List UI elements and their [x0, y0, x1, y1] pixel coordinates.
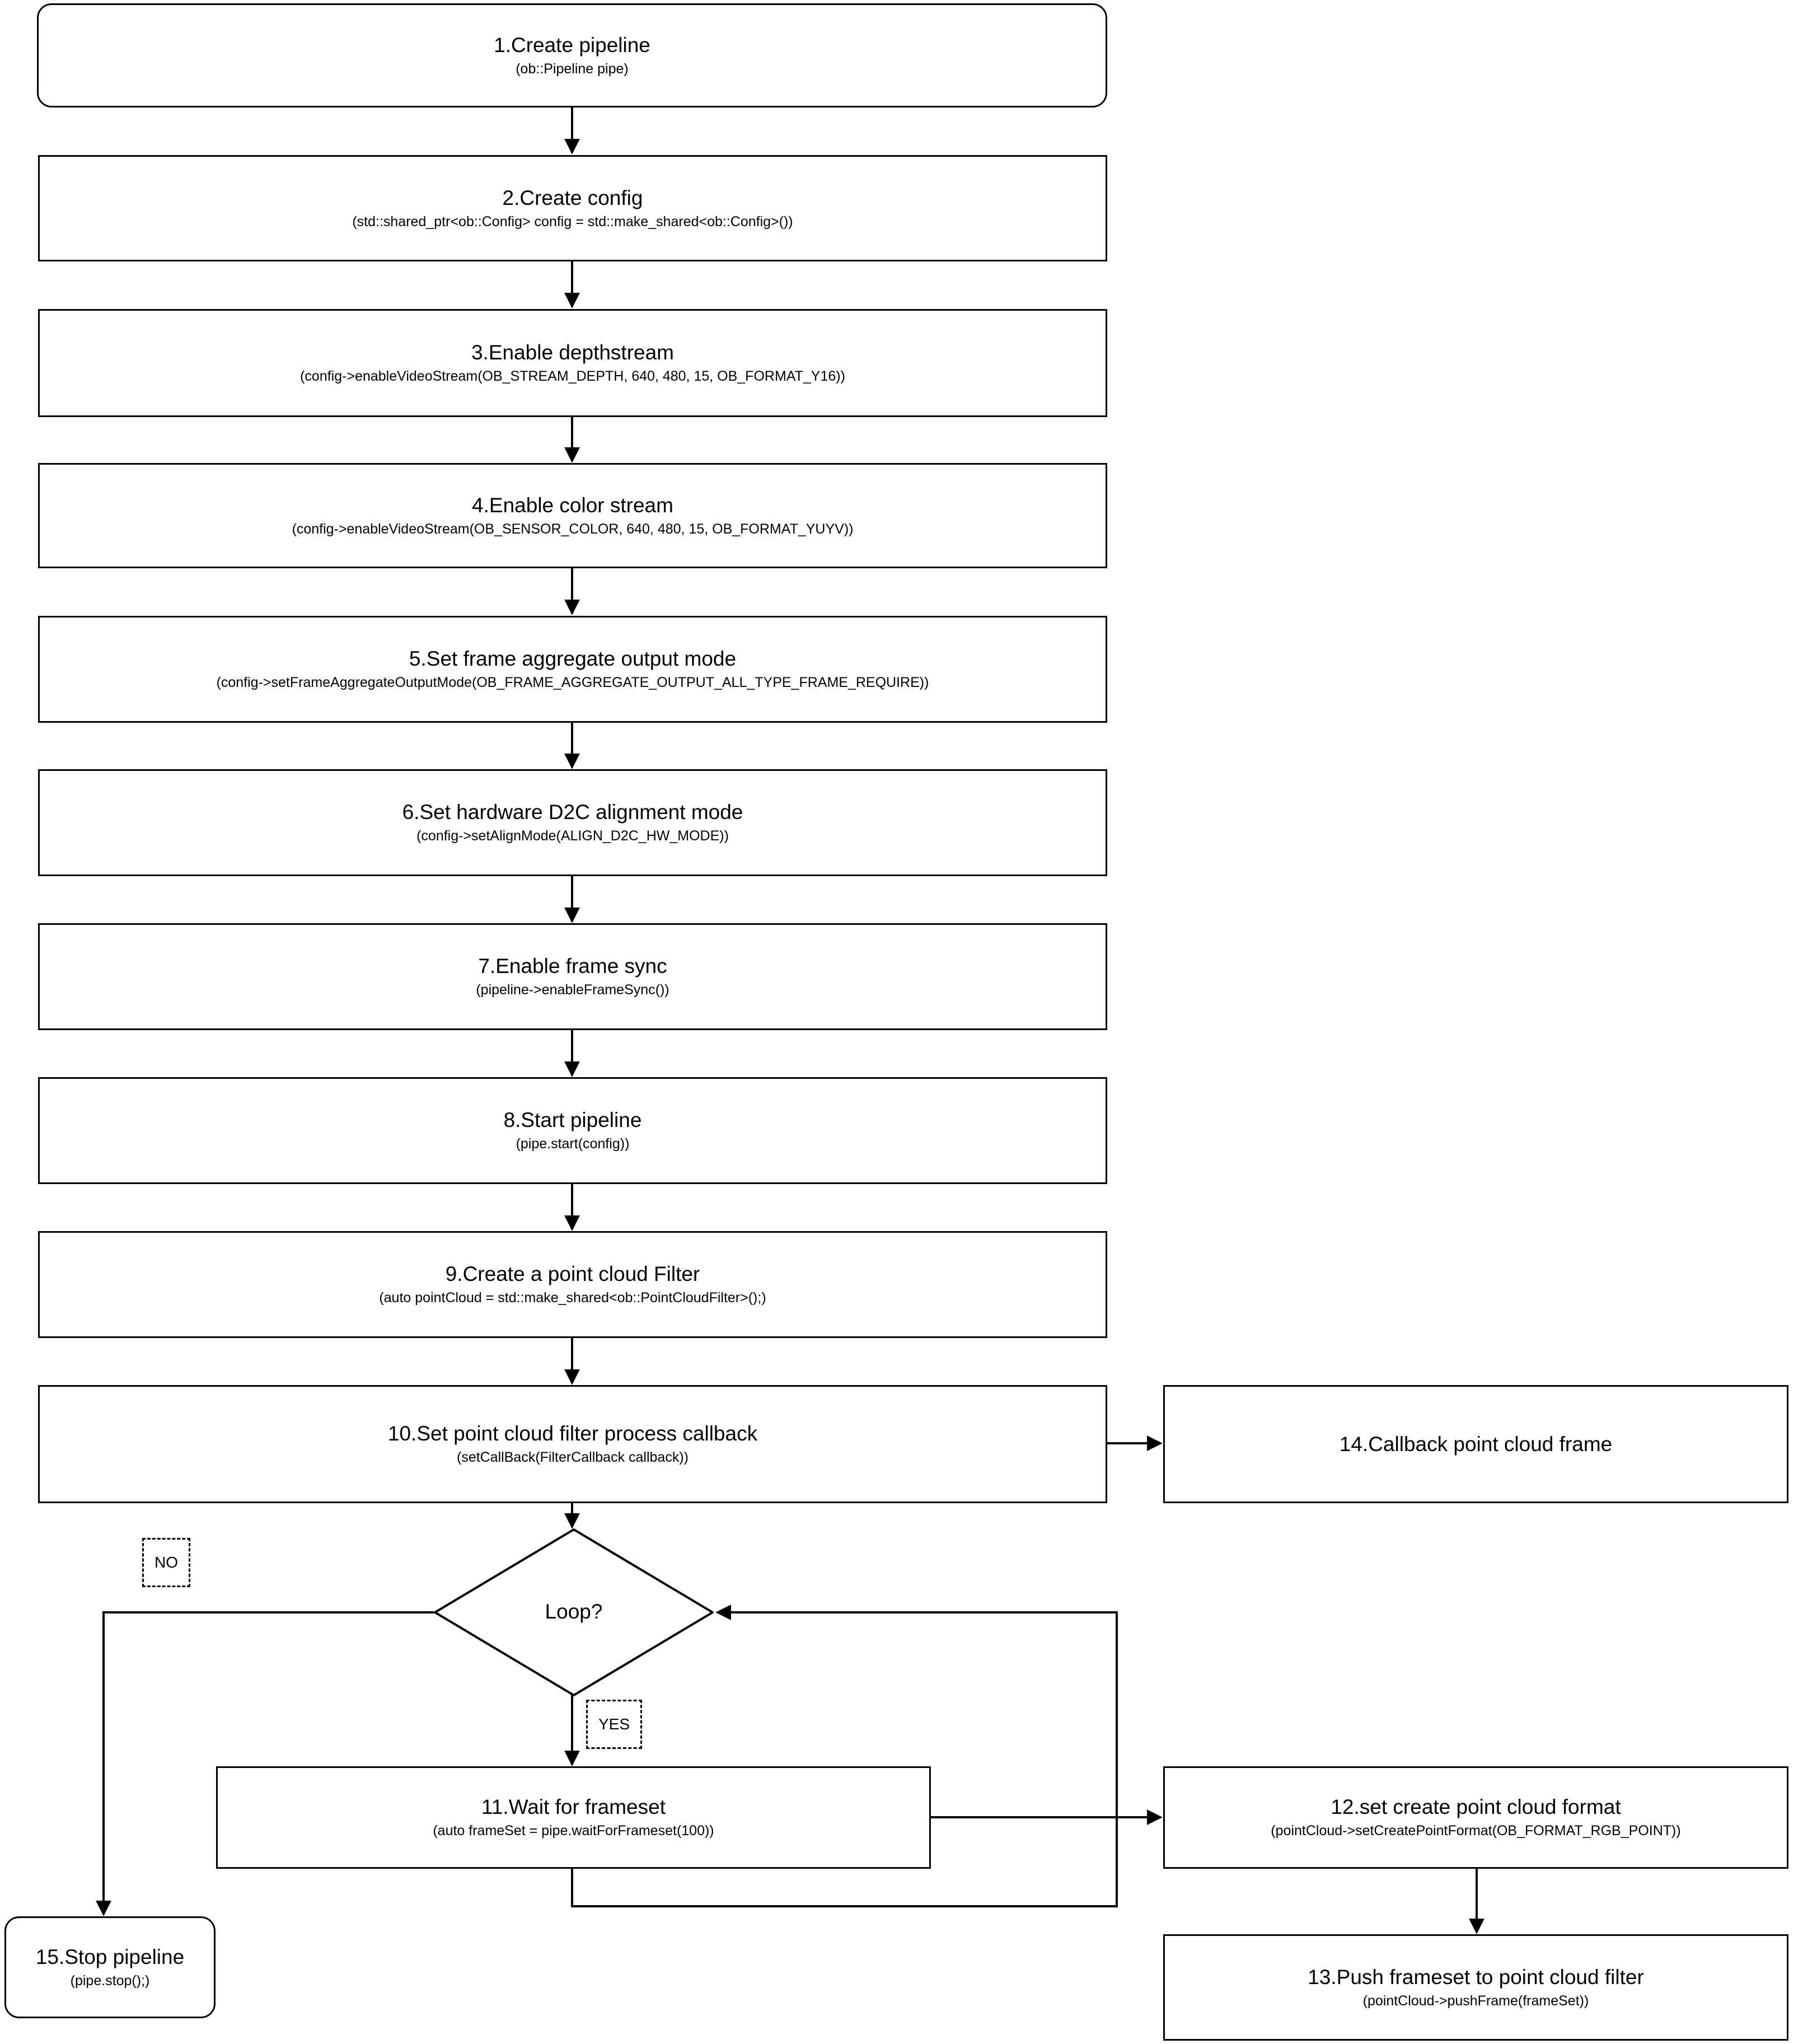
node-push-frameset-to-filter[interactable]: 13.Push frameset to point cloud filter (…: [1163, 1934, 1788, 2041]
edge-label-no: NO: [142, 1538, 190, 1587]
node-enable-frame-sync[interactable]: 7.Enable frame sync (pipeline->enableFra…: [38, 923, 1107, 1030]
node-title: 12.set create point cloud format: [1331, 1795, 1621, 1819]
decision-label: Loop?: [545, 1600, 603, 1623]
edge-label-yes: YES: [586, 1700, 642, 1749]
node-subtitle: (config->setFrameAggregateOutputMode(OB_…: [216, 675, 929, 691]
node-title: 7.Enable frame sync: [478, 955, 667, 978]
node-set-point-cloud-filter-callback[interactable]: 10.Set point cloud filter process callba…: [38, 1385, 1107, 1503]
node-wait-for-frameset[interactable]: 11.Wait for frameset (auto frameSet = pi…: [216, 1766, 931, 1869]
node-title: 13.Push frameset to point cloud filter: [1308, 1965, 1644, 1989]
node-title: 4.Enable color stream: [472, 493, 673, 517]
node-subtitle: (pipe.stop();): [70, 1972, 150, 1989]
node-title: 10.Set point cloud filter process callba…: [387, 1422, 758, 1446]
node-subtitle: (std::shared_ptr<ob::Config> config = st…: [352, 213, 793, 230]
node-title: 3.Enable depthstream: [471, 341, 674, 364]
node-title: 6.Set hardware D2C alignment mode: [402, 801, 743, 824]
decision-loop[interactable]: Loop?: [434, 1528, 714, 1696]
node-create-pipeline[interactable]: 1.Create pipeline (ob::Pipeline pipe): [37, 3, 1107, 107]
node-set-hardware-d2c-alignment-mode[interactable]: 6.Set hardware D2C alignment mode (confi…: [38, 769, 1107, 876]
node-subtitle: (setCallBack(FilterCallback callback)): [457, 1449, 689, 1466]
node-subtitle: (ob::Pipeline pipe): [516, 60, 629, 77]
node-title: 15.Stop pipeline: [35, 1945, 185, 1968]
node-callback-point-cloud-frame[interactable]: 14.Callback point cloud frame: [1163, 1385, 1788, 1503]
node-title: 8.Start pipeline: [503, 1108, 642, 1132]
node-subtitle: (pointCloud->pushFrame(frameSet)): [1362, 1992, 1589, 2009]
node-set-frame-aggregate-output-mode[interactable]: 5.Set frame aggregate output mode (confi…: [38, 616, 1107, 723]
node-title: 9.Create a point cloud Filter: [445, 1262, 700, 1286]
node-subtitle: (config->enableVideoStream(OB_SENSOR_COL…: [292, 521, 854, 537]
node-subtitle: (pipe.start(config)): [516, 1136, 630, 1152]
node-start-pipeline[interactable]: 8.Start pipeline (pipe.start(config)): [38, 1077, 1107, 1184]
node-subtitle: (config->enableVideoStream(OB_STREAM_DEP…: [300, 368, 845, 385]
node-subtitle: (pointCloud->setCreatePointFormat(OB_FOR…: [1271, 1823, 1681, 1839]
node-title: 1.Create pipeline: [494, 33, 650, 57]
node-subtitle: (auto pointCloud = std::make_shared<ob::…: [379, 1290, 766, 1306]
node-set-create-point-cloud-format[interactable]: 12.set create point cloud format (pointC…: [1163, 1766, 1788, 1869]
node-enable-depth-stream[interactable]: 3.Enable depthstream (config->enableVide…: [38, 309, 1107, 417]
node-create-config[interactable]: 2.Create config (std::shared_ptr<ob::Con…: [38, 155, 1107, 261]
node-title: 5.Set frame aggregate output mode: [409, 647, 737, 671]
node-subtitle: (config->setAlignMode(ALIGN_D2C_HW_MODE)…: [416, 828, 729, 844]
decision-diamond-shape: [434, 1528, 714, 1696]
node-title: 14.Callback point cloud frame: [1339, 1432, 1613, 1456]
node-title: 2.Create config: [502, 186, 643, 209]
node-subtitle: (auto frameSet = pipe.waitForFrameset(10…: [433, 1823, 714, 1839]
node-title: 11.Wait for frameset: [481, 1795, 666, 1819]
node-subtitle: (pipeline->enableFrameSync()): [476, 982, 669, 998]
node-stop-pipeline[interactable]: 15.Stop pipeline (pipe.stop();): [4, 1916, 216, 2018]
node-create-point-cloud-filter[interactable]: 9.Create a point cloud Filter (auto poin…: [38, 1231, 1107, 1338]
node-enable-color-stream[interactable]: 4.Enable color stream (config->enableVid…: [38, 463, 1107, 568]
